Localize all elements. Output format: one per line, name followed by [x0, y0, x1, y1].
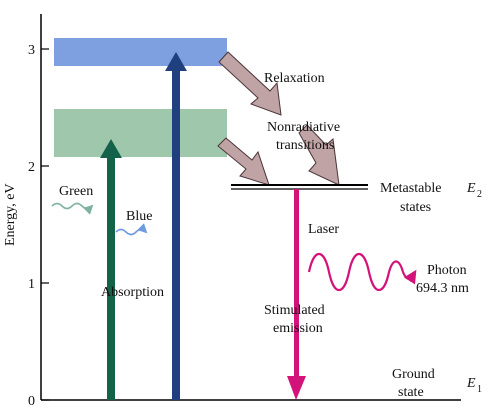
- relaxation-arrow-short: [218, 138, 269, 185]
- y-tick-label-3: 3: [28, 43, 35, 58]
- blue-label: Blue: [126, 209, 152, 224]
- relaxation-arrow-long: [219, 52, 281, 115]
- nonradiative-label-line1: Nonradiative: [267, 120, 340, 135]
- absorption-label: Absorption: [101, 285, 164, 300]
- e2-symbol: E: [466, 181, 476, 196]
- green-energy-band: [54, 109, 227, 157]
- e1-symbol: E: [466, 376, 476, 391]
- green-light-wave: [51, 202, 94, 215]
- green-absorption-arrow-head: [100, 139, 122, 158]
- y-axis-label: Energy, eV: [3, 183, 18, 246]
- laser-emission-arrow-shaft: [294, 189, 299, 378]
- blue-absorption-arrow-head: [165, 52, 187, 71]
- stimulated-label-line1: Stimulated: [264, 303, 325, 318]
- blue-absorption-arrow-shaft: [172, 69, 180, 400]
- ground-label-line1: Ground: [392, 367, 435, 382]
- photon-label-line1: Photon: [427, 263, 467, 278]
- relaxation-label: Relaxation: [264, 71, 325, 86]
- y-tick-label-1: 1: [28, 277, 35, 292]
- blue-energy-band: [54, 38, 227, 66]
- metastable-label-line1: Metastable: [380, 181, 441, 196]
- photon-label-line2: 694.3 nm: [416, 281, 469, 296]
- e1-subscript: 1: [477, 384, 482, 395]
- ground-label-line2: state: [398, 385, 424, 400]
- metastable-label-line2: states: [400, 200, 431, 215]
- stimulated-label-line2: emission: [273, 321, 323, 336]
- blue-light-wave: [115, 223, 148, 236]
- relaxation-arrow-right: [299, 125, 339, 185]
- green-absorption-arrow-shaft: [107, 156, 115, 400]
- relaxation-arrow-short-outline: [217, 137, 270, 186]
- y-tick-label-2: 2: [28, 160, 35, 175]
- nonradiative-label-line2: transitions: [276, 138, 334, 153]
- green-label: Green: [59, 184, 93, 199]
- laser-emission-arrow-head: [287, 376, 306, 400]
- photon-wave: [307, 252, 417, 292]
- relaxation-arrow-long-outline: [218, 51, 282, 116]
- laser-label: Laser: [308, 222, 339, 237]
- relaxation-arrow-right-outline: [298, 124, 340, 186]
- y-tick-label-0: 0: [28, 394, 35, 409]
- e2-subscript: 2: [477, 189, 482, 200]
